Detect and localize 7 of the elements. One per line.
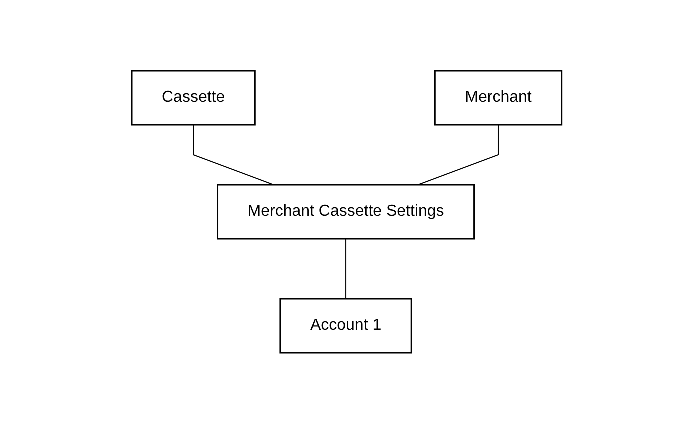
node-box: Cassette: [131, 70, 256, 126]
node-box: Merchant Cassette Settings: [217, 184, 476, 240]
connector: [193, 124, 274, 186]
connector: [418, 124, 500, 186]
node-box: Account 1: [280, 298, 412, 354]
connector: [346, 238, 347, 300]
node-box: Merchant: [434, 70, 563, 126]
